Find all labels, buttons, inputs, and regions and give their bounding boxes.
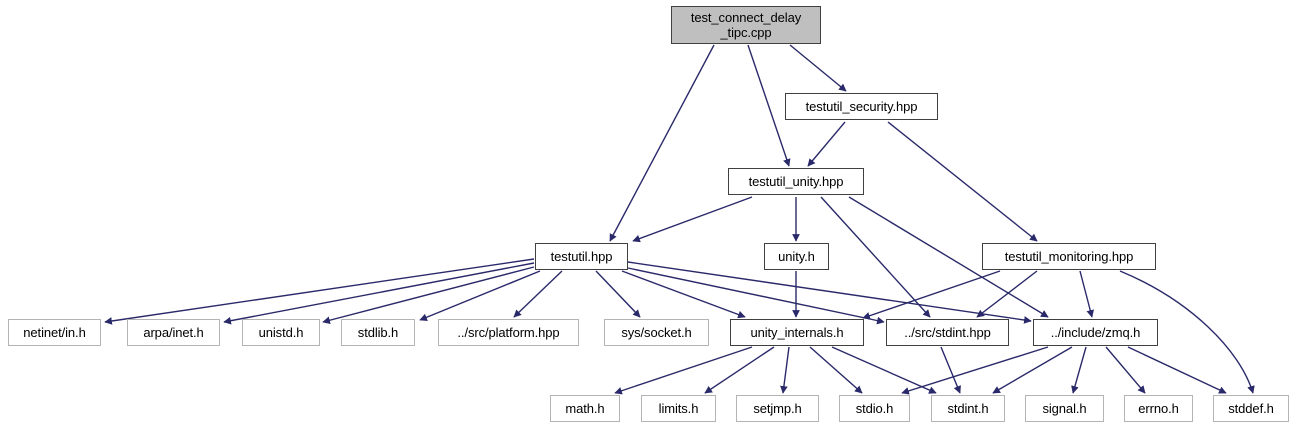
- edge-zmqh-to-stddef: [1127, 346, 1227, 394]
- edge-zmqh-to-stdio: [901, 346, 1049, 395]
- graph-node-zmqh[interactable]: ../include/zmq.h: [1033, 319, 1158, 346]
- edge-group: [104, 44, 1255, 395]
- graph-node-syssocket[interactable]: sys/socket.h: [604, 319, 709, 346]
- edge-unityint-to-setjmp: [780, 346, 790, 394]
- graph-node-monitoring[interactable]: testutil_monitoring.hpp: [982, 243, 1156, 270]
- edge-monitoring-to-stddef: [1119, 270, 1255, 394]
- graph-node-security[interactable]: testutil_security.hpp: [785, 93, 938, 120]
- edge-testutil-to-stdlib: [419, 270, 541, 321]
- edge-monitoring-to-unityint: [862, 270, 1001, 320]
- edge-unityint-to-stdio: [809, 346, 863, 394]
- edge-unityhpp-to-stdinthpp: [820, 196, 931, 318]
- edge-zmqh-to-errno: [1105, 346, 1146, 394]
- edge-root-to-security: [789, 44, 847, 92]
- graph-node-mathh[interactable]: math.h: [550, 395, 620, 422]
- edge-root-to-unityhpp: [747, 44, 791, 167]
- graph-node-testutil[interactable]: testutil.hpp: [535, 243, 628, 270]
- edge-unityhpp-to-zmqh: [848, 196, 1049, 318]
- graph-node-limits[interactable]: limits.h: [641, 395, 716, 422]
- edge-testutil-to-stdinthpp: [627, 267, 885, 325]
- graph-node-stdinthpp[interactable]: ../src/stdint.hpp: [886, 319, 1009, 346]
- graph-node-arpa[interactable]: arpa/inet.h: [127, 319, 220, 346]
- edge-security-to-monitoring: [887, 121, 1038, 242]
- edge-testutil-to-syssocket: [595, 270, 641, 318]
- graph-node-netinet[interactable]: netinet/in.h: [8, 319, 101, 346]
- graph-node-root: test_connect_delay _tipc.cpp: [671, 6, 821, 44]
- graph-node-stdinth[interactable]: stdint.h: [931, 395, 1005, 422]
- edge-testutil-to-unistd: [322, 266, 535, 324]
- graph-node-setjmp[interactable]: setjmp.h: [736, 395, 819, 422]
- edge-testutil-to-arpa: [223, 262, 535, 325]
- edge-stdinthpp-to-stdinth: [940, 346, 961, 394]
- edge-root-to-testutil: [609, 44, 715, 242]
- edge-testutil-to-unityint: [621, 270, 746, 319]
- edge-unityhpp-to-testutil: [632, 196, 753, 243]
- graph-node-platform[interactable]: ../src/platform.hpp: [438, 319, 579, 346]
- edge-unityint-to-mathh: [614, 346, 753, 395]
- graph-node-unistd[interactable]: unistd.h: [242, 319, 320, 346]
- edge-testutil-to-netinet: [104, 258, 535, 325]
- edge-zmqh-to-signal: [1071, 346, 1087, 394]
- graph-node-unityint[interactable]: unity_internals.h: [730, 319, 864, 346]
- graph-node-stdio[interactable]: stdio.h: [839, 395, 910, 422]
- edge-monitoring-to-zmqh: [1079, 270, 1094, 318]
- graph-node-stdlib[interactable]: stdlib.h: [341, 319, 415, 346]
- edge-monitoring-to-stdinthpp: [976, 270, 1038, 318]
- graph-node-errno[interactable]: errno.h: [1124, 395, 1193, 422]
- edge-unityint-to-limits: [704, 346, 775, 394]
- graph-node-unityhpp[interactable]: testutil_unity.hpp: [728, 168, 864, 195]
- edge-unityint-to-stdinth: [831, 346, 937, 394]
- graph-node-unityh[interactable]: unity.h: [764, 243, 829, 270]
- edge-testutil-to-platform: [513, 270, 563, 318]
- edge-security-to-unityhpp: [807, 121, 846, 167]
- edge-testutil-to-zmqh: [627, 261, 1032, 324]
- edge-zmqh-to-stdint: [992, 346, 1073, 394]
- graph-node-stddef[interactable]: stddef.h: [1213, 395, 1289, 422]
- graph-node-signal[interactable]: signal.h: [1025, 395, 1104, 422]
